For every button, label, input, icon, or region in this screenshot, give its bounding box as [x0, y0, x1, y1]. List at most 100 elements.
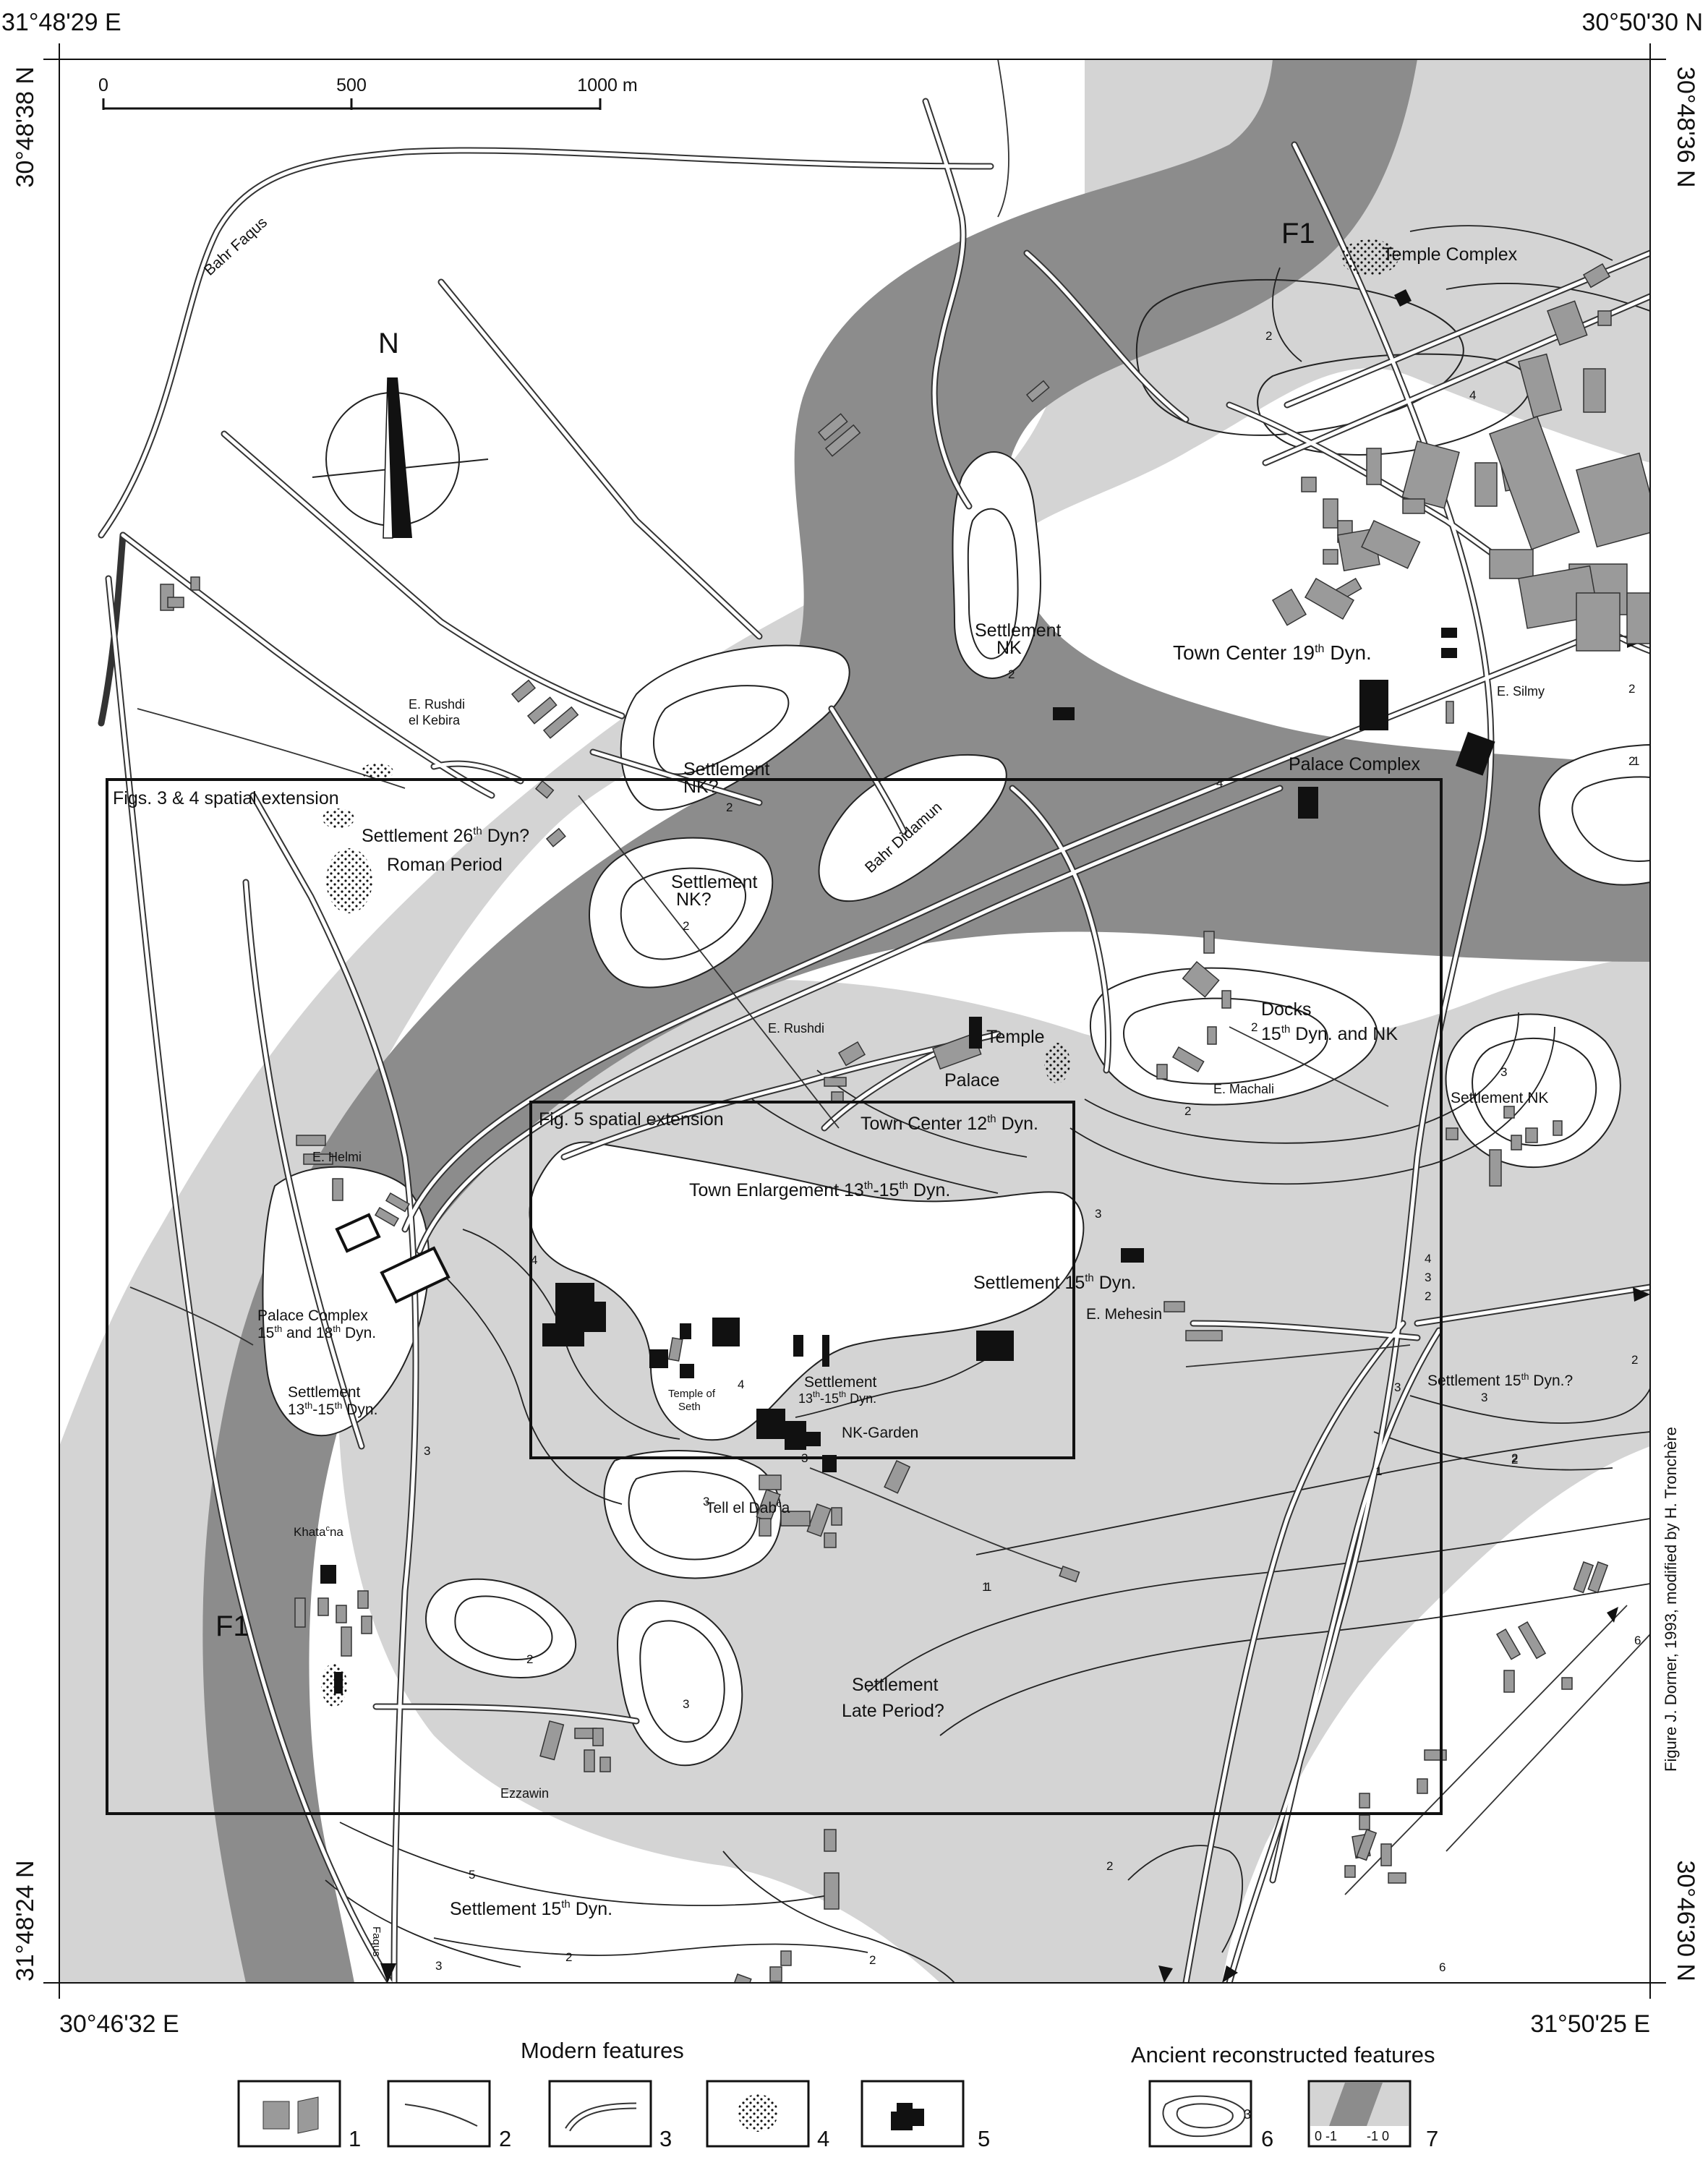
- scale-label-1000: 1000 m: [577, 75, 637, 95]
- legend-number: 4: [817, 2126, 829, 2151]
- ancient-structures: [320, 289, 1495, 1694]
- north-label: N: [378, 328, 399, 359]
- contour-label: 2: [1184, 1104, 1191, 1118]
- contour-label: 6: [1634, 1634, 1641, 1647]
- scale-labels: 0 500 1000 m N: [98, 75, 638, 359]
- paths: [129, 59, 1650, 1895]
- figure-credit: Figure J. Dorner, 1993, modified by H. T…: [1662, 1427, 1680, 1772]
- label-town-center-19: Town Center 19th Dyn.: [1173, 641, 1372, 664]
- label-settlement-26: Settlement 26th Dyn?: [362, 825, 529, 846]
- fig5-extent-box: [529, 1101, 1075, 1459]
- contour-label: 4: [531, 1253, 537, 1267]
- scale-label-0: 0: [98, 75, 108, 95]
- contour-islands: [262, 278, 1650, 1767]
- label-e-mehesin: E. Mehesin: [1086, 1306, 1162, 1323]
- label-settlement-nk-1b: NK: [996, 638, 1022, 658]
- contour-label: 2: [1106, 1859, 1113, 1873]
- label-e-silmy: E. Silmy: [1497, 684, 1545, 699]
- label-f1-top: F1: [1281, 218, 1315, 249]
- contour-label: 3: [1095, 1207, 1101, 1221]
- legend-contour-number: 3: [1244, 2107, 1251, 2122]
- label-docks: Docks: [1261, 999, 1311, 1020]
- contour-label: 3: [801, 1451, 808, 1465]
- contour-label: 2: [1631, 1353, 1638, 1367]
- label-settlement-15: Settlement 15th Dyn.: [973, 1272, 1136, 1293]
- label-settlement-nkq2a: Settlement: [671, 872, 758, 892]
- scale-bar: [102, 98, 602, 110]
- coord-left-bottom: 31°48'24 N: [12, 1860, 39, 1981]
- contour-label: 2: [726, 801, 733, 814]
- contour-label: 4: [1216, 776, 1223, 790]
- legend-number: 3: [659, 2126, 672, 2151]
- label-settlement-late-a: Settlement: [852, 1675, 939, 1695]
- contour-label: 2: [1265, 329, 1272, 343]
- legend-number: 7: [1426, 2126, 1438, 2151]
- contour-label: 2: [1425, 1289, 1431, 1303]
- label-roman-period: Roman Period: [387, 855, 503, 875]
- coord-right-bottom: 30°46'30 N: [1672, 1860, 1699, 1981]
- legend-depth-a: 0 -1: [1315, 2129, 1337, 2143]
- contour-label: 2: [1008, 667, 1015, 681]
- coord-left-top: 30°48'38 N: [12, 67, 39, 188]
- label-tell-el-daba: Tell el Dabca: [706, 1498, 790, 1516]
- label-settlement-1315c-a: Settlement: [804, 1374, 877, 1391]
- legend-number: 6: [1261, 2126, 1273, 2151]
- legend-ancient-title: Ancient reconstructed features: [1131, 2042, 1435, 2067]
- legend-item-5: 5: [861, 2080, 990, 2151]
- label-palace-complex: Palace Complex: [1289, 754, 1421, 774]
- label-e-rushdi: E. Rushdi: [768, 1021, 824, 1036]
- label-faqus: Faqus: [370, 1926, 383, 1957]
- label-town-center-12: Town Center 12th Dyn.: [861, 1113, 1038, 1134]
- label-settlement-nk-1a: Settlement: [975, 620, 1062, 641]
- legend-depth-b: -1 0: [1367, 2129, 1389, 2143]
- label-temple-of-seth-b: Seth: [678, 1401, 701, 1413]
- label-ezzawin: Ezzawin: [500, 1786, 549, 1801]
- label-settlement-nk-2: Settlement NK: [1451, 1090, 1548, 1106]
- legend-modern-title: Modern features: [521, 2038, 684, 2063]
- contour-label: 3: [435, 1959, 442, 1973]
- coord-right-top: 30°48'36 N: [1672, 67, 1699, 188]
- legend-item-6: 3 6: [1148, 2080, 1273, 2151]
- coord-bottom-left: 30°46'32 E: [59, 2010, 179, 2038]
- label-settlement-nkq2b: NK?: [676, 889, 712, 910]
- legend-item-4: 4: [706, 2080, 829, 2151]
- map-labels: Bahr Faqus Bahr Didamun F1 F1 Temple Com…: [113, 214, 1680, 1957]
- contour-label: 3: [1425, 1271, 1431, 1284]
- coord-top-right: 30°50'30 N: [1581, 9, 1703, 36]
- contour-label: 2: [1511, 1451, 1518, 1465]
- legend-number: 1: [349, 2126, 361, 2151]
- label-f1-left: F1: [215, 1610, 249, 1642]
- map-body: [59, 59, 1650, 1983]
- legend: Modern features Ancient reconstructed fe…: [237, 2038, 1438, 2151]
- contour-label: 2: [869, 1953, 876, 1967]
- label-docks-b: 15th Dyn. and NK: [1261, 1023, 1398, 1044]
- label-settlement-nkq1b: NK?: [683, 777, 719, 797]
- label-settlement-1315a: Settlement: [288, 1384, 361, 1401]
- label-fig5-extent: Fig. 5 spatial extension: [539, 1109, 724, 1130]
- contour-label: 5: [469, 1868, 475, 1882]
- contour-label: 2: [526, 1652, 533, 1666]
- label-settlement-late-b: Late Period?: [842, 1701, 944, 1721]
- contour-label: 3: [424, 1444, 430, 1458]
- contour-label: 3: [1394, 1380, 1401, 1394]
- legend-item-2: 2: [387, 2080, 511, 2151]
- legend-item-3: 3: [548, 2080, 672, 2151]
- label-temple: Temple: [986, 1027, 1045, 1047]
- label-palace-complex-2a: Palace Complex: [257, 1307, 368, 1324]
- contour-label: 2: [1628, 754, 1635, 768]
- contour-numbers: 2 4 2 2 2 4 2 1 2 2 3 2 3 4 3 2 4 4 3 3 …: [424, 329, 1641, 1974]
- contour-label: 1: [982, 1580, 988, 1594]
- label-palace: Palace: [944, 1070, 999, 1090]
- scale-label-500: 500: [336, 75, 367, 95]
- label-e-rushdi-kebira-a: E. Rushdi: [409, 697, 465, 712]
- legend-number: 5: [978, 2126, 990, 2151]
- stippled-areas: [321, 239, 1399, 1707]
- modern-buildings: [160, 262, 1650, 1983]
- contour-label: 3: [703, 1495, 709, 1508]
- legend-number: 2: [499, 2126, 511, 2151]
- label-khatana: Khatacna: [294, 1524, 343, 1539]
- contour-label: 1: [1375, 1464, 1382, 1478]
- legend-item-7: 0 -1 -1 0 7: [1307, 2080, 1438, 2151]
- label-temple-complex: Temple Complex: [1383, 244, 1518, 265]
- fig34-extent-box: [106, 778, 1443, 1815]
